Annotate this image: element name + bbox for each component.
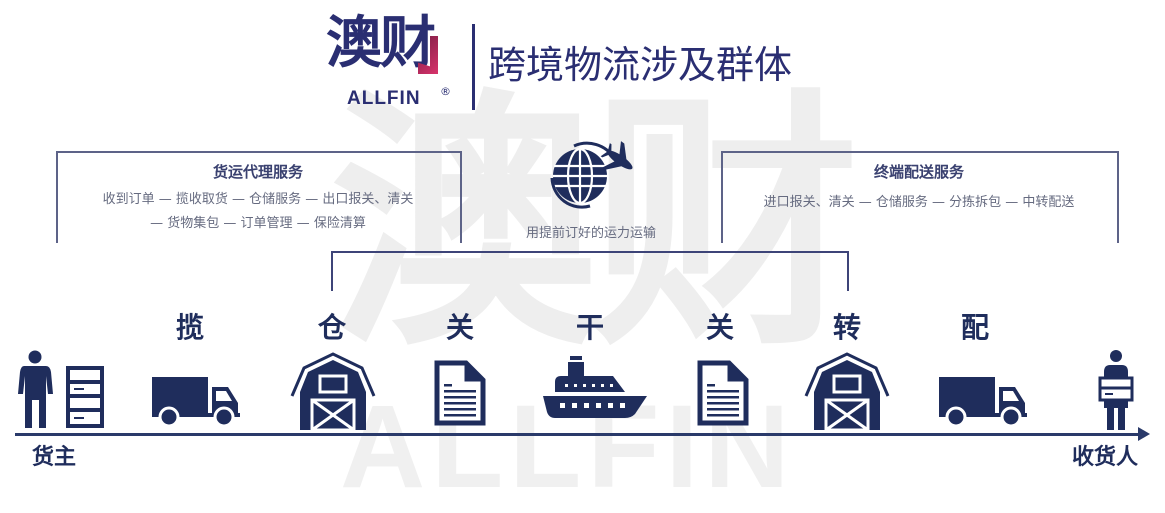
timeline-axis bbox=[15, 433, 1145, 436]
globe-airplane-icon bbox=[550, 141, 633, 209]
step-label-import-customs: 关 bbox=[705, 311, 734, 344]
step-label-export-customs: 关 bbox=[445, 311, 474, 344]
transport-caption: 用提前订好的运力运输 bbox=[525, 226, 656, 241]
logo-en: ALLFIN bbox=[347, 88, 421, 109]
ship-icon bbox=[543, 356, 647, 418]
receiver-label: 收货人 bbox=[1072, 445, 1139, 470]
last-mile-bracket bbox=[721, 151, 1119, 243]
freight-forwarding-line2: — 货物集包 — 订单管理 — 保险清算 bbox=[150, 216, 366, 231]
step-label-mainline: 干 bbox=[575, 311, 604, 344]
step-label-warehouse: 仓 bbox=[317, 311, 346, 344]
shipper-person-icon bbox=[18, 350, 104, 428]
connector-horizontal bbox=[331, 251, 849, 253]
truck-icon bbox=[152, 377, 240, 427]
document-icon bbox=[434, 360, 486, 426]
freight-forwarding-line1: 收到订单 — 揽收取货 — 仓储服务 — 出口报关、清关 bbox=[102, 192, 414, 207]
warehouse-icon bbox=[804, 352, 890, 432]
freight-forwarding-title: 货运代理服务 bbox=[212, 163, 303, 181]
connector-left-leg bbox=[331, 251, 333, 291]
timeline-arrow-icon bbox=[1138, 427, 1150, 441]
truck-icon bbox=[939, 377, 1027, 427]
step-label-pickup: 揽 bbox=[175, 311, 204, 344]
receiver-person-icon bbox=[1098, 350, 1134, 430]
step-label-transfer: 转 bbox=[832, 311, 861, 344]
logo-cn: 澳财 bbox=[326, 11, 436, 76]
step-label-delivery: 配 bbox=[960, 311, 989, 344]
registered-mark: ® bbox=[440, 85, 451, 98]
shipper-label: 货主 bbox=[32, 445, 77, 470]
page-title: 跨境物流涉及群体 bbox=[488, 43, 793, 87]
warehouse-icon bbox=[290, 352, 376, 432]
last-mile-line1: 进口报关、清关 — 仓储服务 — 分拣拆包 — 中转配送 bbox=[763, 195, 1075, 210]
document-icon bbox=[697, 360, 749, 426]
last-mile-title: 终端配送服务 bbox=[873, 163, 964, 181]
connector-right-leg bbox=[847, 251, 849, 291]
header-divider bbox=[472, 24, 475, 110]
watermark-cn: 澳财 bbox=[330, 67, 860, 382]
freight-forwarding-bracket bbox=[56, 151, 462, 243]
